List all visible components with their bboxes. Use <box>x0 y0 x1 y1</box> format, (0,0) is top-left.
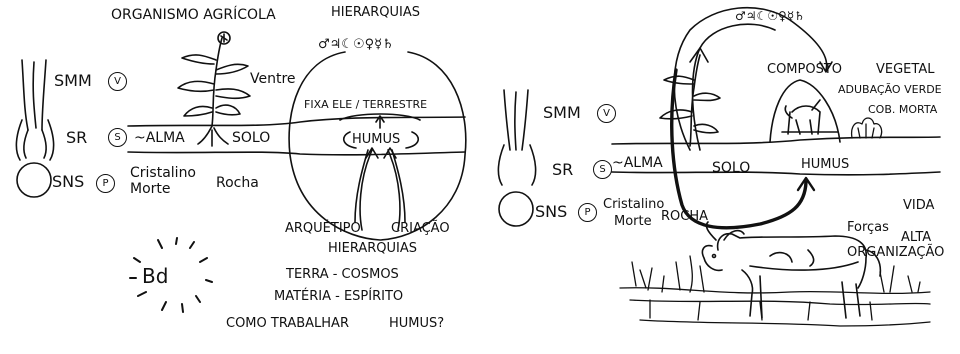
label-ventre: Ventre <box>250 72 296 86</box>
label-materia-espirito: MATÉRIA - ESPÍRITO <box>274 290 403 303</box>
label-hierarquias-bottom: HIERARQUIAS <box>328 242 417 255</box>
label-vegetal: VEGETAL <box>876 63 934 76</box>
badge-v-left: V <box>108 72 127 91</box>
planet-symbols-right: ♂♃☾☉♀☿♄ <box>735 10 805 22</box>
label-fixa-ele-terrestre: FIXA ELE / TERRESTRE <box>304 99 427 110</box>
label-alma-left: ~ALMA <box>134 131 185 145</box>
label-sr-right: SR <box>552 162 573 178</box>
label-alma-right: ~ALMA <box>612 156 663 170</box>
label-solo-right: SOLO <box>712 161 750 175</box>
label-humus-right: HUMUS <box>801 158 849 171</box>
label-morte-right: Morte <box>614 215 652 228</box>
label-forcas: Forças <box>847 221 889 234</box>
label-rocha-right: ROCHA <box>661 210 708 223</box>
label-cristalino-left: Cristalino <box>130 166 196 180</box>
label-bd: Bd <box>142 264 168 288</box>
label-terra-cosmos: TERRA - COSMOS <box>286 268 399 281</box>
label-adubacao-verde: ADUBAÇÃO VERDE <box>838 84 942 95</box>
label-hierarquias-top-left: HIERARQUIAS <box>331 6 420 19</box>
label-alta: ALTA <box>901 231 931 244</box>
grass-ground <box>620 256 930 326</box>
label-arquetipo: ARQUÉTIPO <box>285 222 361 235</box>
flame-figure-left <box>16 60 53 197</box>
green-manure-bush <box>852 118 882 138</box>
label-humus-question: HUMUS? <box>389 317 444 330</box>
cosmic-arch-right <box>674 8 832 150</box>
label-rocha-left: Rocha <box>216 176 259 190</box>
label-vida: VIDA <box>903 199 934 212</box>
label-smm-right: SMM <box>543 105 581 121</box>
compost-mound <box>770 80 840 142</box>
label-cob-morta: COB. MORTA <box>868 104 937 115</box>
plant-left <box>178 32 250 146</box>
label-sns-right: SNS <box>535 204 567 220</box>
planet-symbols-left: ♂♃☾☉♀☿♄ <box>318 38 394 51</box>
label-criacao: CRIAÇÃO <box>391 222 450 235</box>
cow-drawing <box>702 222 880 318</box>
label-humus-left: HUMUS <box>352 133 400 146</box>
badge-v-right: V <box>597 104 616 123</box>
label-sns-left: SNS <box>52 174 84 190</box>
title-organismo-agricola: ORGANISMO AGRÍCOLA <box>111 8 276 22</box>
flame-figure-right <box>498 90 535 226</box>
badge-p-left: P <box>96 174 115 193</box>
plant-right <box>660 55 720 146</box>
label-cristalino-right: Cristalino <box>603 198 664 211</box>
badge-s-right: S <box>593 160 612 179</box>
label-organizacao: ORGANIZAÇÃO <box>847 246 944 259</box>
label-como-trabalhar: COMO TRABALHAR <box>226 317 349 330</box>
label-morte-left: Morte <box>130 182 171 196</box>
label-sr-left: SR <box>66 130 87 146</box>
badge-p-right: P <box>578 203 597 222</box>
badge-s-left: S <box>108 128 127 147</box>
label-composto: COMPOSTO <box>767 63 842 76</box>
label-solo-left: SOLO <box>232 131 270 145</box>
label-smm-left: SMM <box>54 73 92 89</box>
